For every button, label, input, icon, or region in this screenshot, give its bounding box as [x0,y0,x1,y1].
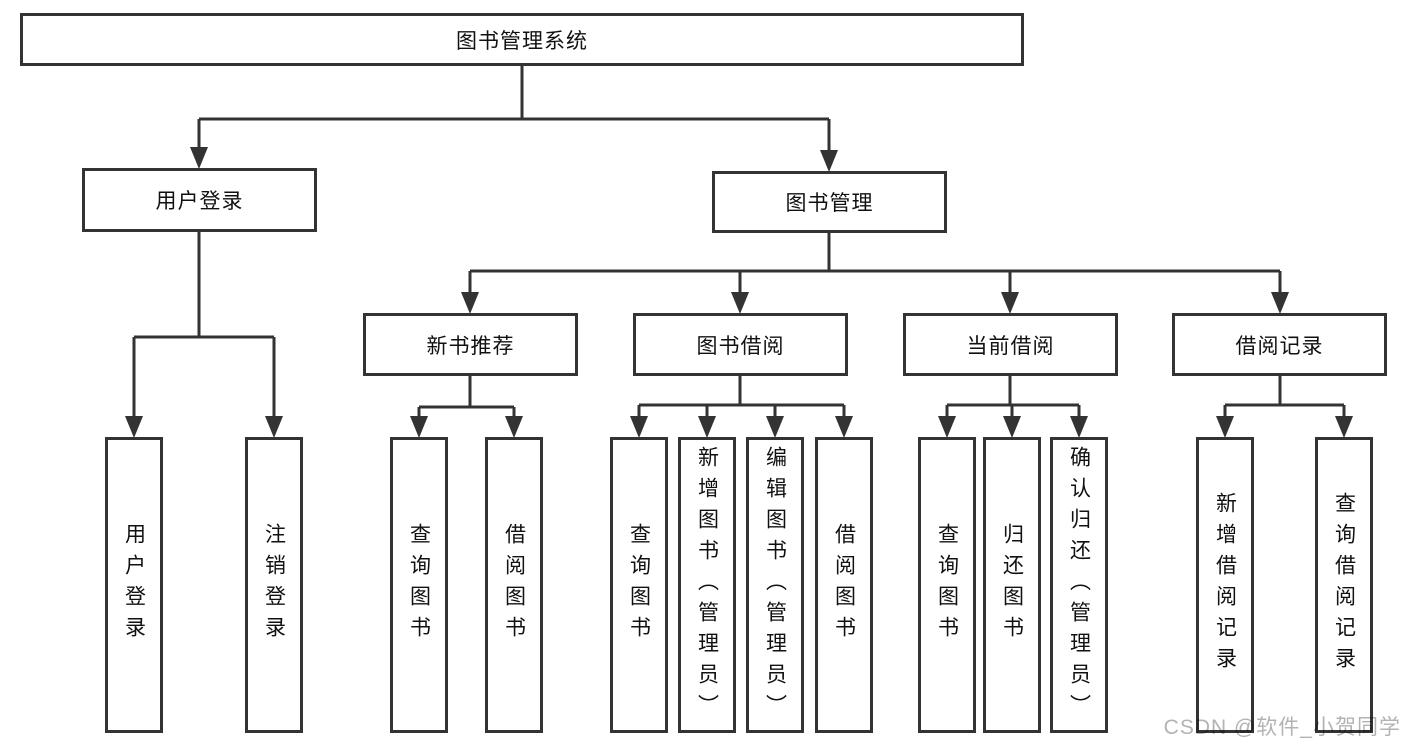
leaf-label: 借阅图书 [832,523,856,647]
node-new-book-recommend: 新书推荐 [363,313,578,376]
leaf-borrow-books: 借阅图书 [815,437,873,733]
leaf-label: 编辑图书（管理员） [763,445,787,725]
node-user-login: 用户登录 [82,168,317,232]
leaf-return-books: 归还图书 [983,437,1041,733]
leaf-confirm-return-admin: 确认归还（管理员） [1050,437,1108,733]
leaf-user-login: 用户登录 [105,437,163,733]
leaf-logout: 注销登录 [245,437,303,733]
connector-borrowing-records [1223,375,1346,418]
node-book-borrowing: 图书借阅 [633,313,848,376]
leaf-label: 归还图书 [1000,523,1024,647]
connector-book-borrowing [637,375,846,418]
leaf-label: 查询图书 [407,523,431,647]
leaf-query-books-recommend: 查询图书 [390,437,448,733]
leaf-add-books-admin: 新增图书（管理员） [678,437,736,733]
leaf-query-borrow-record: 查询借阅记录 [1315,437,1373,733]
leaf-add-borrow-record: 新增借阅记录 [1196,437,1254,733]
connector-root [197,66,831,153]
leaf-query-books-borrowing: 查询图书 [610,437,668,733]
connector-new-book-recommend [417,375,516,418]
leaf-borrow-books-recommend: 借阅图书 [485,437,543,733]
connector-book-management [468,233,1282,295]
leaf-label: 借阅图书 [502,523,526,647]
leaf-label: 用户登录 [122,523,146,647]
connector-current-borrowing [945,376,1081,418]
connector-user-login [132,232,276,418]
node-current-borrowing: 当前借阅 [903,313,1118,376]
leaf-label: 新增借阅记录 [1213,492,1237,678]
leaf-query-books-current: 查询图书 [918,437,976,733]
leaf-label: 查询图书 [627,523,651,647]
arrowhead-icons [125,147,1353,438]
node-borrowing-records: 借阅记录 [1172,313,1387,376]
leaf-label: 注销登录 [262,523,286,647]
node-library-management-system: 图书管理系统 [20,13,1024,66]
watermark-text: CSDN @软件_小贺同学 [1163,716,1401,739]
node-book-management: 图书管理 [712,171,947,233]
leaf-label: 确认归还（管理员） [1067,445,1091,725]
leaf-edit-books-admin: 编辑图书（管理员） [746,437,804,733]
leaf-label: 新增图书（管理员） [695,445,719,725]
leaf-label: 查询借阅记录 [1332,492,1356,678]
leaf-label: 查询图书 [935,523,959,647]
